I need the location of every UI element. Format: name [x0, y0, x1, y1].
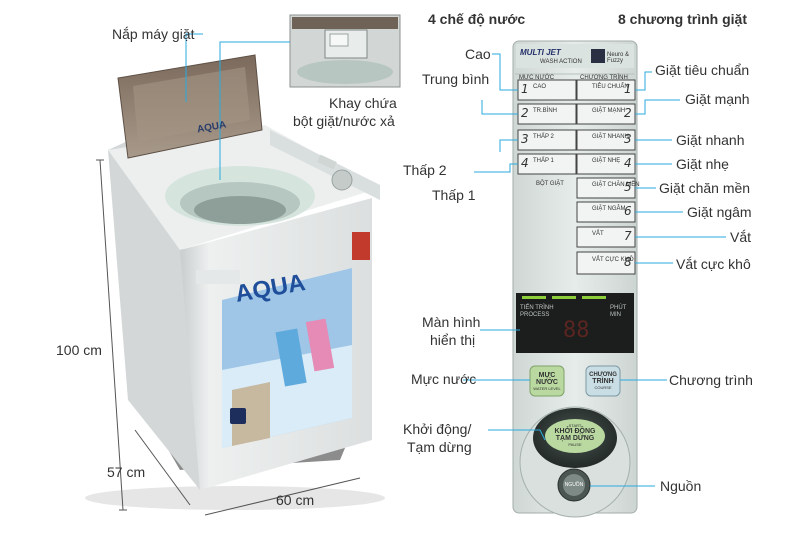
screen-label-2: hiển thị: [430, 332, 476, 348]
program-cell-num-2: 2: [624, 106, 632, 120]
program-cell-text-5: GIẶT CHĂN MỀN: [592, 182, 640, 188]
display-minutes: PHÚT: [610, 305, 627, 311]
program-cell-text-4: GIẶT NHẸ: [592, 158, 621, 164]
water-cell-num-2: 2: [521, 106, 529, 120]
label-program-1: Giặt tiêu chuẩn: [655, 62, 750, 78]
program-button[interactable]: CHƯƠNG TRÌNH COURSE: [586, 366, 620, 396]
tray-label-1: Khay chứa: [329, 95, 397, 111]
water-cell-num-1: 1: [521, 82, 529, 96]
label-program-3: Giặt nhanh: [676, 132, 745, 148]
panel-program-header: CHƯƠNG TRÌNH: [580, 75, 628, 81]
water-cell-num-3: 3: [521, 132, 529, 146]
program-cell-num-7: 7: [624, 229, 632, 243]
height-dimension: 100 cm: [56, 342, 102, 358]
water-cell-text-2: TR.BÌNH: [533, 108, 557, 114]
label-program-7: Vắt: [730, 229, 752, 245]
display-digits: 88: [563, 318, 590, 343]
power-button[interactable]: NGUỒN: [558, 469, 590, 501]
panel-brand: MULTI JET: [520, 48, 561, 57]
water-cell-text-3: THẤP 2: [533, 134, 554, 140]
program-button-line1: CHƯƠNG: [589, 372, 617, 378]
water-button-line1: MỰC: [538, 371, 556, 379]
label-water-high: Cao: [465, 46, 491, 62]
panel-brand-sub: WASH ACTION: [540, 59, 582, 65]
start-button-line2: TẠM DỪNG: [555, 435, 595, 442]
display-time-label: TIẾN TRÌNH: [520, 305, 554, 311]
label-program-5: Giặt chăn mền: [659, 180, 751, 196]
washing-machine: [85, 54, 385, 516]
panel-water-header: MỰC NƯỚC: [519, 75, 555, 81]
leader-lines: [185, 33, 726, 487]
program-cell-text-8: VẮT CỰC KHÔ: [592, 257, 634, 263]
program-cell-num-4: 4: [624, 156, 632, 170]
program-cell-num-3: 3: [624, 132, 632, 146]
water-cell-text-1: CAO: [533, 84, 547, 90]
water-button-label: Mực nước: [411, 371, 477, 387]
start-label-1: Khởi động/: [403, 421, 472, 437]
program-cell-num-1: 1: [624, 82, 632, 96]
tray-inset: [289, 14, 401, 88]
program-cell-num-5: 5: [624, 180, 632, 194]
start-button-line1: KHỞI ĐỘNG: [554, 428, 596, 435]
program-cell-text-7: VẮT: [592, 231, 604, 237]
water-modes-heading: 4 chế độ nước: [428, 11, 526, 27]
power-button-label: Nguồn: [660, 478, 702, 494]
start-button-top: START: [568, 423, 582, 428]
water-cell-num-4: 4: [521, 156, 529, 170]
detergent-label: BỘT GIẶT: [536, 181, 564, 187]
program-cell-num-8: 8: [624, 255, 632, 269]
display-minutes-sub: MIN: [610, 312, 621, 318]
program-cell-text-2: GIẶT MẠNH: [592, 108, 626, 114]
lid-label: Nắp máy giặt: [112, 26, 195, 42]
program-cell-text-3: GIẶT NHANH: [592, 134, 629, 140]
wash-programs-heading: 8 chương trình giặt: [618, 11, 747, 27]
label-program-6: Giặt ngâm: [687, 204, 752, 220]
program-button-line2: TRÌNH: [592, 378, 614, 385]
display-time-sub: PROCESS: [520, 312, 550, 318]
program-cell-text-1: TIÊU CHUẨN: [592, 84, 629, 90]
water-level-button[interactable]: MỰC NƯỚC WATER LEVEL: [530, 366, 564, 396]
power-button-text: NGUỒN: [564, 482, 584, 488]
depth-dimension: 57 cm: [107, 464, 146, 480]
water-button-sub: WATER LEVEL: [533, 385, 561, 391]
water-button-line2: NƯỚC: [536, 378, 558, 386]
label-program-2: Giặt mạnh: [685, 91, 750, 107]
program-cell-text-6: GIẶT NGÂM: [592, 206, 626, 212]
start-button-sub: PAUSE: [568, 442, 582, 447]
program-cell-num-6: 6: [624, 204, 632, 218]
start-label-2: Tạm dừng: [407, 439, 472, 455]
label-program-4: Giặt nhẹ: [676, 156, 729, 172]
label-water-low2: Thấp 2: [403, 162, 447, 178]
start-pause-button[interactable]: START KHỞI ĐỘNG TẠM DỪNG PAUSE: [545, 418, 605, 452]
panel-fuzzy: Neuro & Fuzzy: [607, 52, 630, 64]
label-water-medium: Trung bình: [422, 71, 490, 87]
control-panel: [512, 40, 638, 518]
label-program-8: Vắt cực khô: [676, 256, 751, 272]
width-dimension: 60 cm: [276, 492, 315, 508]
water-cell-text-4: THẤP 1: [533, 158, 554, 164]
tray-label-2: bột giặt/nước xả: [293, 113, 395, 129]
screen-label-1: Màn hình: [422, 314, 481, 330]
program-button-label: Chương trình: [669, 372, 753, 388]
label-water-low1: Thấp 1: [432, 187, 476, 203]
program-button-sub: COURSE: [594, 385, 612, 390]
